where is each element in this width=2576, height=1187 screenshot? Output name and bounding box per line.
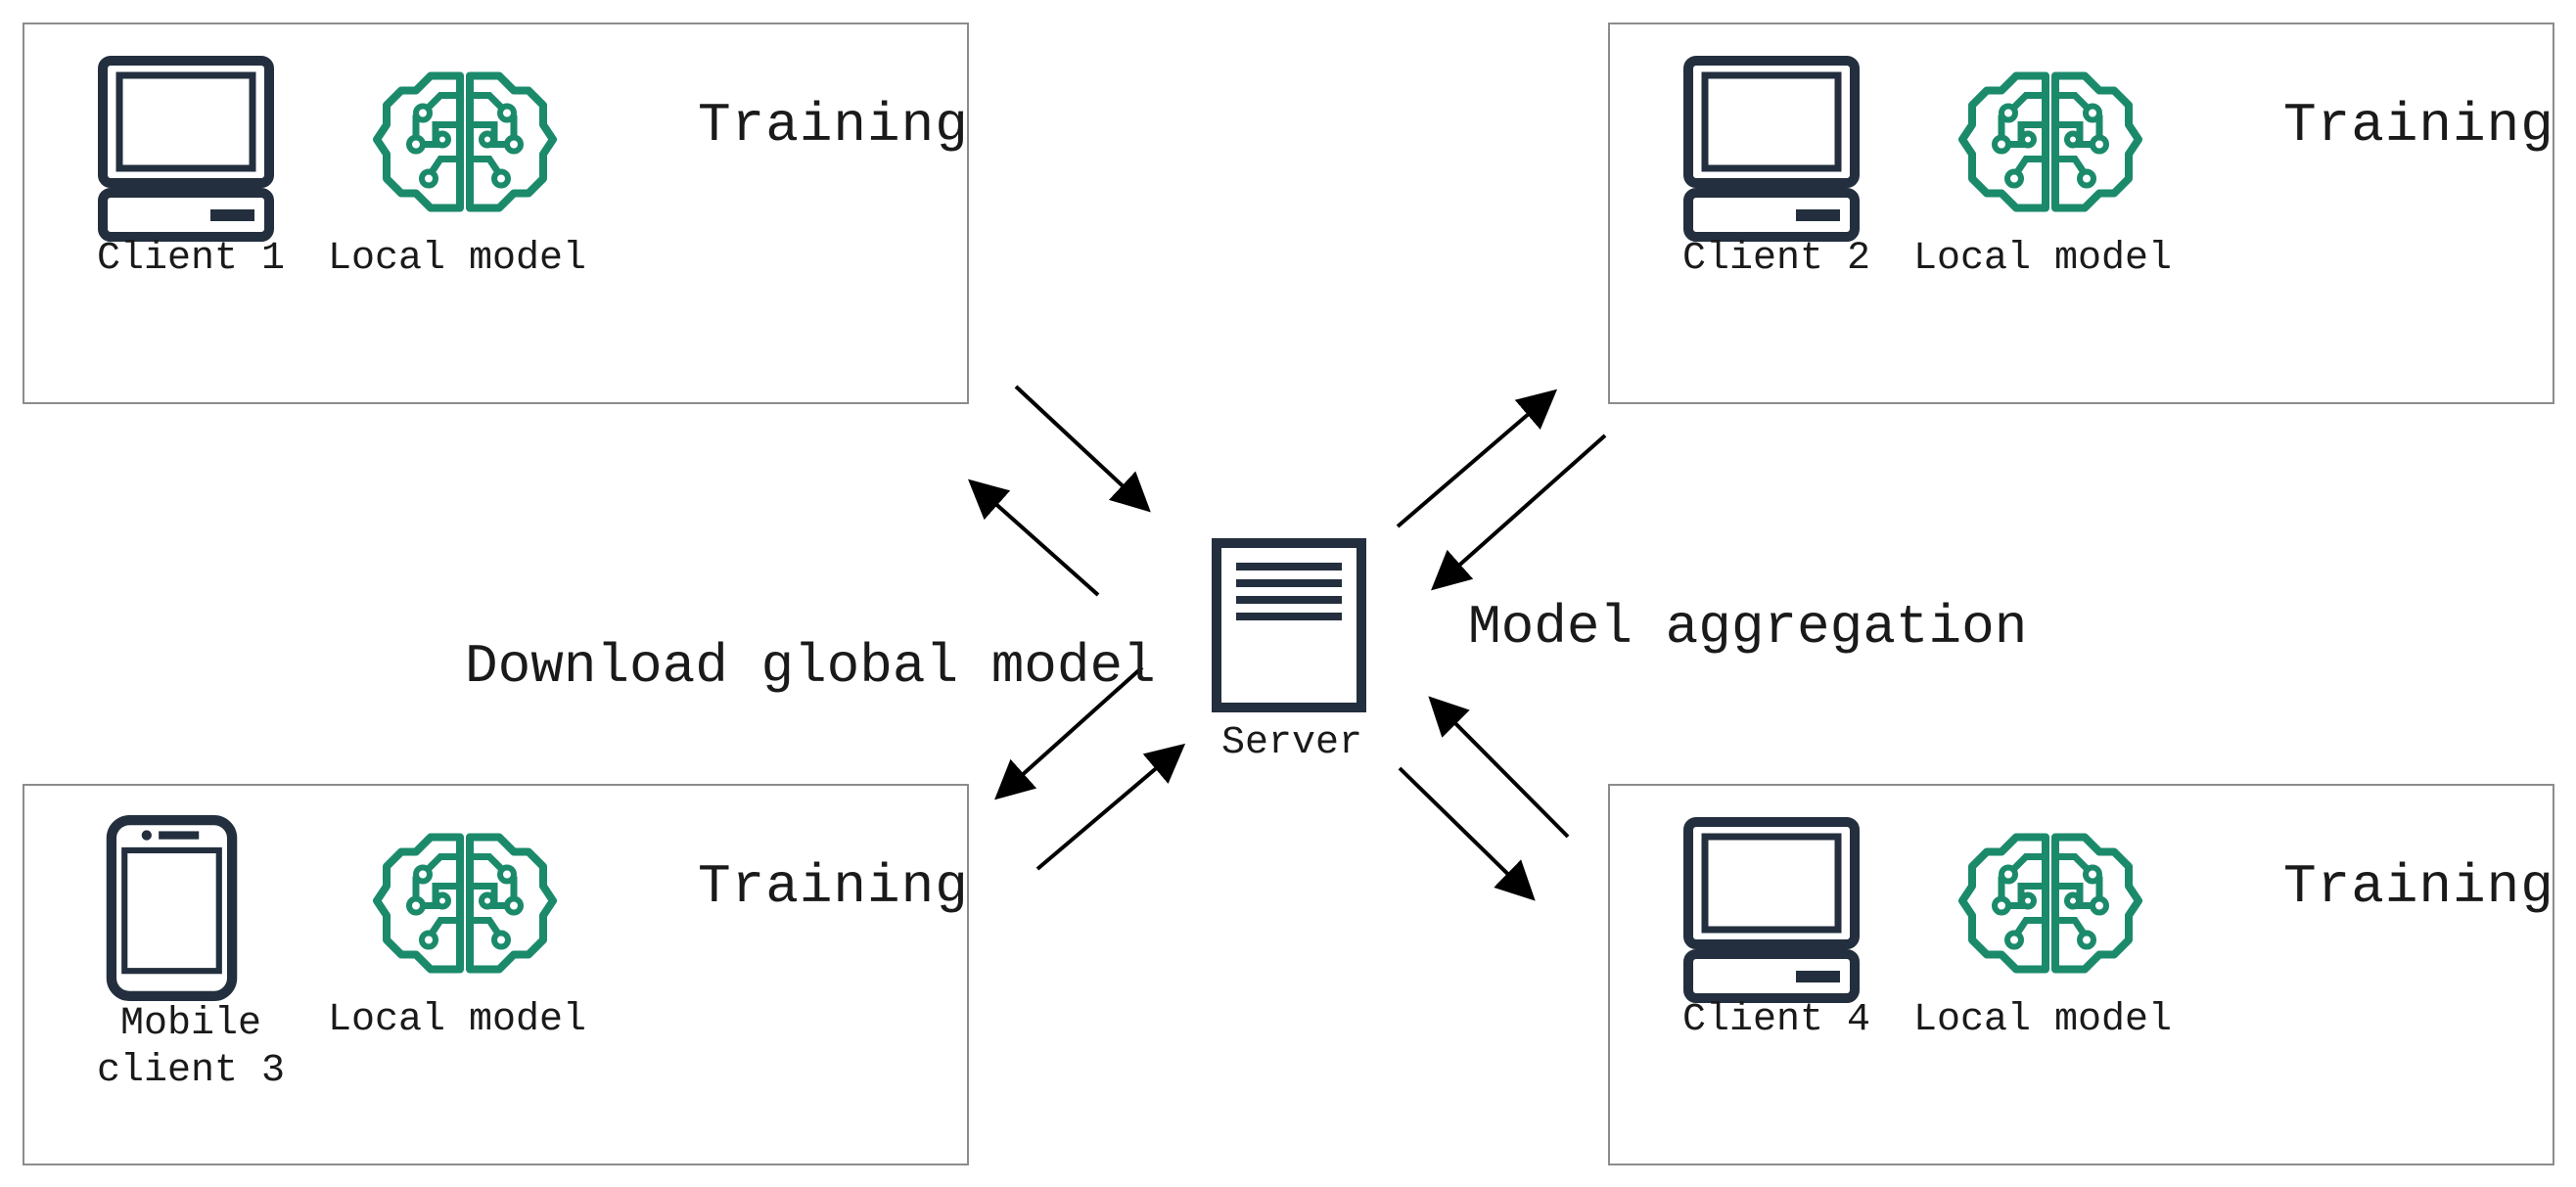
arrow-to-server [1035,743,1186,871]
client2-panel: Training Client 2 Local model [1608,23,2554,404]
arrow-to-client [994,665,1144,800]
arrow-to-server [1428,696,1570,839]
model-aggregation-label: Model aggregation [1468,596,2028,659]
download-global-model-label: Download global model [465,635,1156,698]
client-label: Mobile client 3 [96,1002,286,1093]
arrow-to-client [1396,388,1558,528]
local-model-label: Local model [328,998,587,1042]
arrow-to-client [1398,766,1536,901]
arrow-to-client [968,479,1100,597]
local-model-label: Local model [1913,998,2173,1042]
local-model-label: Local model [1913,237,2173,281]
training-label: Training [2283,855,2554,918]
training-label: Training [698,855,969,918]
training-label: Training [2283,94,2554,157]
client3-panel: Training Mobile client 3 Local model [23,784,969,1165]
client-label: Client 4 [1681,998,1871,1042]
client4-panel: Training Client 4 Local model [1608,784,2554,1165]
local-model-label: Local model [328,237,587,281]
client-label: Client 2 [1681,237,1871,281]
server-label: Server [1221,721,1363,765]
client-label: Client 1 [96,237,286,281]
server-icon [1212,538,1366,712]
arrow-to-server [1431,434,1607,591]
arrow-to-server [1014,385,1151,513]
training-label: Training [698,94,969,157]
client1-panel: Training Client 1 Local model [23,23,969,404]
